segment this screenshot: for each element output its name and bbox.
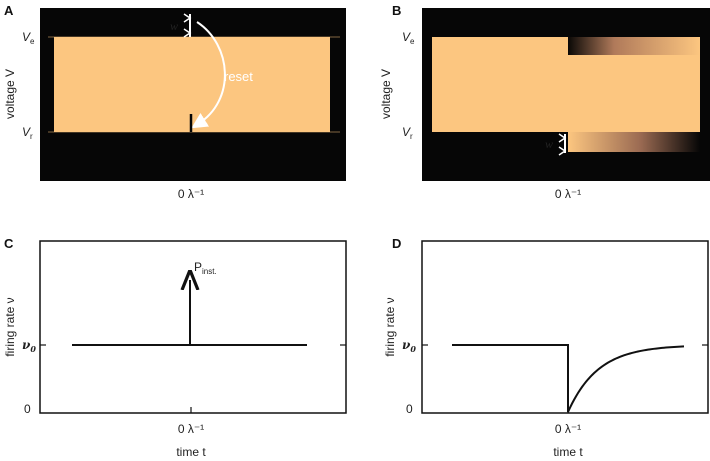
panel-b-top-fade (568, 37, 700, 55)
w-label-b: w (545, 137, 553, 151)
ve-label-a: Ve (22, 30, 35, 46)
xtick-a: 0 λ⁻¹ (178, 187, 204, 201)
panel-letter-c: C (4, 236, 14, 251)
zero-label-c: 0 (24, 402, 31, 416)
w-label-a: w (170, 19, 178, 33)
panel-b: B w voltage V Ve Vr 0 λ⁻¹ (379, 3, 710, 201)
rate-curve-d (452, 344, 685, 413)
panel-letter-a: A (4, 3, 14, 18)
panel-c-frame (39, 240, 347, 414)
panel-letter-b: B (392, 3, 401, 18)
xlabel-d: time t (553, 445, 583, 459)
reset-label: reset (224, 69, 253, 84)
xtick-b: 0 λ⁻¹ (555, 187, 581, 201)
panel-d: D firing rate ν ν0 0 0 λ⁻¹ time t (383, 236, 709, 459)
xlabel-c: time t (176, 445, 206, 459)
ylabel-b: voltage V (379, 69, 393, 119)
nu0-label-d: ν0 (402, 338, 416, 354)
nu0-label-c: ν0 (22, 338, 36, 354)
xtick-c: 0 λ⁻¹ (178, 422, 204, 436)
vr-label-b: Vr (402, 125, 413, 141)
panel-d-frame (421, 240, 709, 414)
xtick-d: 0 λ⁻¹ (555, 422, 581, 436)
ve-label-b: Ve (402, 30, 415, 46)
zero-label-d: 0 (406, 402, 413, 416)
panel-letter-d: D (392, 236, 401, 251)
reset-arrow (191, 21, 226, 129)
panel-a: A w reset voltage V Ve Vr 0 λ⁻¹ (3, 3, 346, 201)
vr-label-a: Vr (22, 125, 33, 141)
ylabel-d: firing rate ν (383, 297, 397, 356)
pinst-label: Pinst. (194, 260, 217, 276)
panel-c: C Pinst. firing rate ν ν0 0 0 λ⁻¹ time t (3, 236, 347, 459)
panel-b-bottom-fade (568, 132, 700, 152)
ylabel-c: firing rate ν (3, 297, 17, 356)
ylabel-a: voltage V (3, 69, 17, 119)
